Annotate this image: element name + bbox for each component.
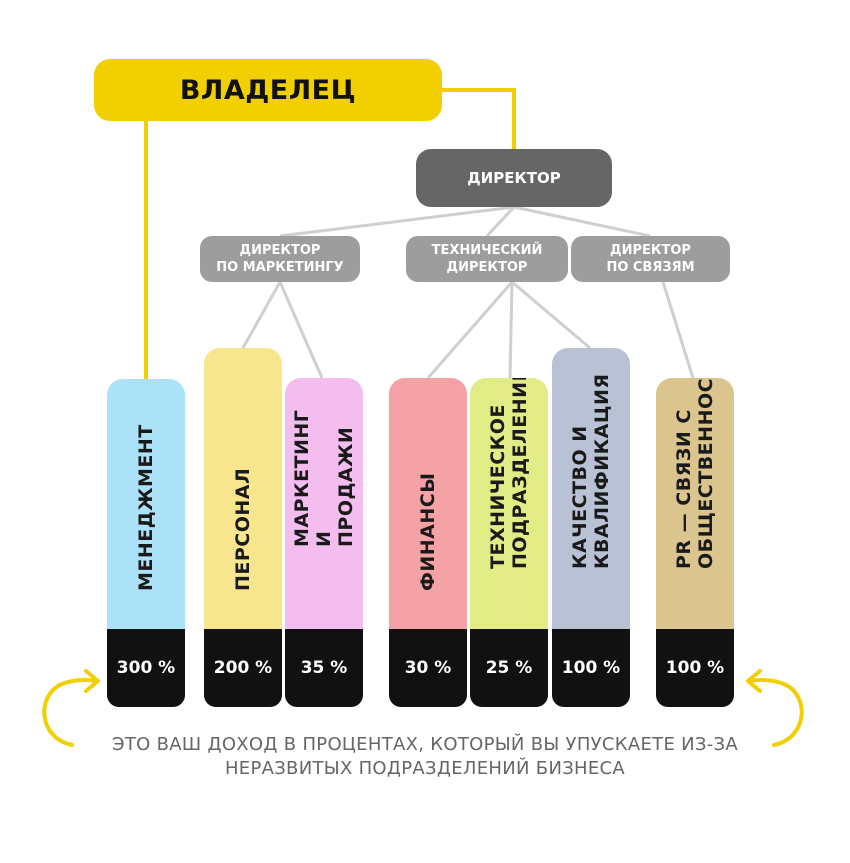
owner-box: ВЛАДЕЛЕЦ: [94, 59, 442, 121]
department-percent: 100 %: [552, 629, 630, 707]
department-column-quality: КАЧЕСТВО И КВАЛИФИКАЦИЯ 100 %: [552, 348, 630, 707]
department-column-personnel: ПЕРСОНАЛ 200 %: [204, 348, 282, 707]
curved-arrow-right-icon: [746, 669, 804, 747]
department-column-finance: ФИНАНСЫ 30 %: [389, 378, 467, 707]
department-percent: 25 %: [470, 629, 548, 707]
department-percent: 35 %: [285, 629, 363, 707]
footnote-text: ЭТО ВАШ ДОХОД В ПРОЦЕНТАХ, КОТОРЫЙ ВЫ УП…: [111, 734, 739, 779]
department-percent: 300 %: [107, 629, 185, 707]
department-label: ФИНАНСЫ: [417, 472, 439, 591]
marketing-director-box: ДИРЕКТОР ПО МАРКЕТИНГУ: [200, 236, 360, 282]
department-percent: 30 %: [389, 629, 467, 707]
department-column-marketing-sales: МАРКЕТИНГ И ПРОДАЖИ 35 %: [285, 378, 363, 707]
department-label: PR — СВЯЗИ С ОБЩЕСТВЕННОСТЬЮ: [673, 378, 717, 569]
department-column-pr: PR — СВЯЗИ С ОБЩЕСТВЕННОСТЬЮ 100 %: [656, 378, 734, 707]
department-column-technical: ТЕХНИЧЕСКОЕ ПОДРАЗДЕЛЕНИЕ 25 %: [470, 378, 548, 707]
department-label: КАЧЕСТВО И КВАЛИФИКАЦИЯ: [569, 373, 613, 569]
curved-arrow-left-icon: [42, 669, 100, 747]
technical-director-box: ТЕХНИЧЕСКИЙ ДИРЕКТОР: [406, 236, 568, 282]
department-percent: 200 %: [204, 629, 282, 707]
department-column-management: МЕНЕДЖМЕНТ 300 %: [107, 379, 185, 707]
department-percent: 100 %: [656, 629, 734, 707]
communications-director-box: ДИРЕКТОР ПО СВЯЗЯМ: [571, 236, 730, 282]
department-label: МЕНЕДЖМЕНТ: [135, 424, 157, 591]
department-label: ТЕХНИЧЕСКОЕ ПОДРАЗДЕЛЕНИЕ: [487, 378, 531, 569]
department-label: МАРКЕТИНГ И ПРОДАЖИ: [291, 409, 357, 547]
director-box: ДИРЕКТОР: [416, 149, 612, 207]
department-label: ПЕРСОНАЛ: [232, 467, 254, 591]
